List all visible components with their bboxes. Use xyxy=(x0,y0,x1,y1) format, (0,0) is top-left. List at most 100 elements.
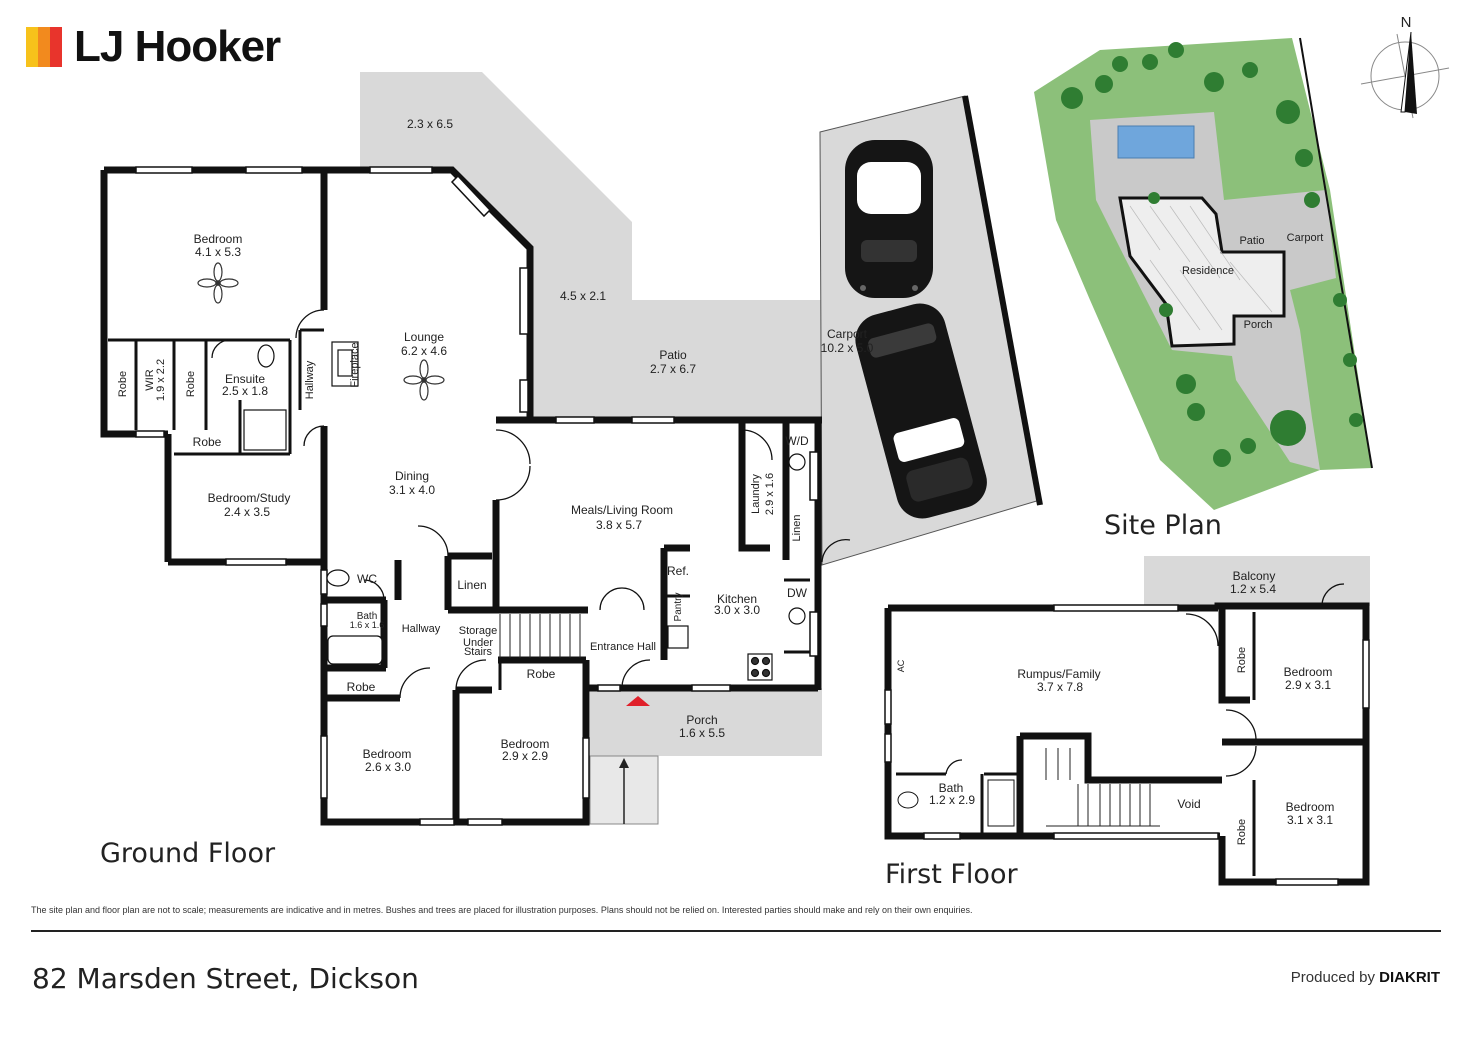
ensuite-toilet xyxy=(257,344,275,368)
robe-study-label: Robe xyxy=(193,435,222,449)
kitchen-label: Kitchen xyxy=(717,592,757,606)
robe-bed3-label: Robe xyxy=(347,680,376,694)
site-residence xyxy=(1118,196,1286,348)
ref-label: Ref. xyxy=(667,564,689,578)
porch-area xyxy=(590,688,822,756)
ff-bath-label: Bath xyxy=(939,781,964,795)
ff-bedroom-2-dims: 3.1 x 3.1 xyxy=(1287,813,1333,827)
storage-line-3: Stairs xyxy=(464,646,493,658)
ground-floor-interior-walls xyxy=(108,328,818,690)
ac-label: AC xyxy=(896,659,906,672)
bath-dims: 1.6 x 1.6 xyxy=(350,620,385,630)
fireplace-label: Fireplace xyxy=(349,342,361,387)
bedroom-study-dims: 2.4 x 3.5 xyxy=(224,505,270,519)
ground-floor-doors xyxy=(211,309,851,699)
ground-floor-title: Ground Floor xyxy=(100,838,276,869)
linen-hall-label: Linen xyxy=(457,578,486,592)
ensuite-dims: 2.5 x 1.8 xyxy=(222,384,268,398)
lounge-label: Lounge xyxy=(404,330,444,344)
ceiling-fan-lounge xyxy=(403,359,445,401)
kitchen-dims: 3.0 x 3.0 xyxy=(714,603,760,617)
entrance-label: Entrance Hall xyxy=(590,641,656,653)
ceiling-fan-bedroom xyxy=(197,262,239,304)
site-plan: Patio Carport Residence Porch xyxy=(1034,37,1373,510)
porch-label: Porch xyxy=(686,713,717,727)
property-address: 82 Marsden Street, Dickson xyxy=(32,962,419,995)
wir-dims: 1.9 x 2.2 xyxy=(155,359,167,401)
hallway-upper-label: Hallway xyxy=(304,360,316,399)
balcony-label: Balcony xyxy=(1233,569,1276,583)
ground-floor-windows xyxy=(135,166,819,826)
lounge-dims: 6.2 x 4.6 xyxy=(401,344,447,358)
bath-label: Bath xyxy=(357,611,378,622)
bedroom-4-dims: 2.9 x 2.9 xyxy=(502,749,548,763)
site-pool xyxy=(1117,125,1195,159)
wd-symbol xyxy=(788,453,806,471)
car-top xyxy=(845,140,933,298)
rumpus-dims: 3.7 x 7.8 xyxy=(1037,680,1083,694)
ff-bedroom-1-dims: 2.9 x 3.1 xyxy=(1285,678,1331,692)
ff-bath-shower xyxy=(987,779,1015,827)
bedroom-study-label: Bedroom/Study xyxy=(208,491,291,505)
dw-symbol xyxy=(788,607,806,625)
produced-by-brand: DIAKRIT xyxy=(1379,969,1440,986)
bedroom-3-label: Bedroom xyxy=(363,747,412,761)
meals-living-label: Meals/Living Room xyxy=(571,503,673,517)
patio-dims: 2.7 x 6.7 xyxy=(650,362,696,376)
ground-floor-fixtures xyxy=(243,341,806,681)
first-floor-title: First Floor xyxy=(885,859,1018,890)
produced-by-prefix: Produced by xyxy=(1290,969,1375,986)
lj-hooker-logo: LJ Hooker xyxy=(26,22,281,72)
site-patio-label: Patio xyxy=(1239,235,1264,247)
dw-label: DW xyxy=(787,586,808,600)
patio-label: Patio xyxy=(659,348,687,362)
dining-label: Dining xyxy=(395,469,429,483)
balcony-area xyxy=(1144,556,1370,606)
patio-mid-dims: 4.5 x 2.1 xyxy=(560,289,606,303)
bedroom-3-dims: 2.6 x 3.0 xyxy=(365,760,411,774)
site-porch-label: Porch xyxy=(1244,319,1273,331)
carport-boundary-wall xyxy=(962,95,1043,506)
logo-bar-orange xyxy=(38,27,50,67)
ensuite-shower xyxy=(243,409,287,451)
storage-line-1: Storage xyxy=(459,625,498,637)
wc-toilet xyxy=(326,569,350,587)
logo-text: LJ Hooker xyxy=(74,22,281,71)
disclaimer-text: The site plan and floor plan are not to … xyxy=(31,905,973,915)
entry-marker xyxy=(626,696,650,706)
site-residence-label: Residence xyxy=(1182,265,1234,277)
linen-laundry-label: Linen xyxy=(791,515,803,542)
ground-floor-stairs xyxy=(499,614,581,658)
carport-label: Carport xyxy=(827,327,868,341)
compass-north-label: N xyxy=(1401,14,1412,31)
wir-label: WIR xyxy=(144,369,156,390)
ff-bedroom-2-label: Bedroom xyxy=(1286,800,1335,814)
bedroom-main-label: Bedroom xyxy=(194,232,243,246)
logo-color-bars xyxy=(26,27,62,67)
ff-bath-toilet xyxy=(897,791,919,809)
ff-robe-1-label: Robe xyxy=(1236,647,1248,673)
laundry-label: Laundry xyxy=(750,474,762,514)
upper-patio-dims: 2.3 x 6.5 xyxy=(407,117,453,131)
balcony-dims: 1.2 x 5.4 xyxy=(1230,582,1276,596)
pantry-label: Pantry xyxy=(673,593,684,622)
wd-label: W/D xyxy=(785,434,809,448)
bedroom-4-label: Bedroom xyxy=(501,737,550,751)
storage-line-2: Under xyxy=(463,637,493,649)
meals-living-dims: 3.8 x 5.7 xyxy=(596,518,642,532)
void-label: Void xyxy=(1177,797,1200,811)
robe-mid-label: Robe xyxy=(185,371,197,397)
bath-tub xyxy=(327,635,383,665)
dining-dims: 3.1 x 4.0 xyxy=(389,483,435,497)
ff-robe-2-label: Robe xyxy=(1236,819,1248,845)
ground-floor-labels: 2.3 x 6.5 4.5 x 2.1 Patio 2.7 x 6.7 Carp… xyxy=(117,117,874,774)
site-trees xyxy=(1061,42,1363,467)
footer-divider xyxy=(31,930,1441,932)
ff-bath-dims: 1.2 x 2.9 xyxy=(929,793,975,807)
ensuite-label: Ensuite xyxy=(225,372,265,386)
site-hatch xyxy=(1129,205,1273,331)
entry-path-arrow-head xyxy=(619,758,629,768)
compass-north-arrow xyxy=(1360,31,1450,119)
ff-bedroom-1-label: Bedroom xyxy=(1284,665,1333,679)
